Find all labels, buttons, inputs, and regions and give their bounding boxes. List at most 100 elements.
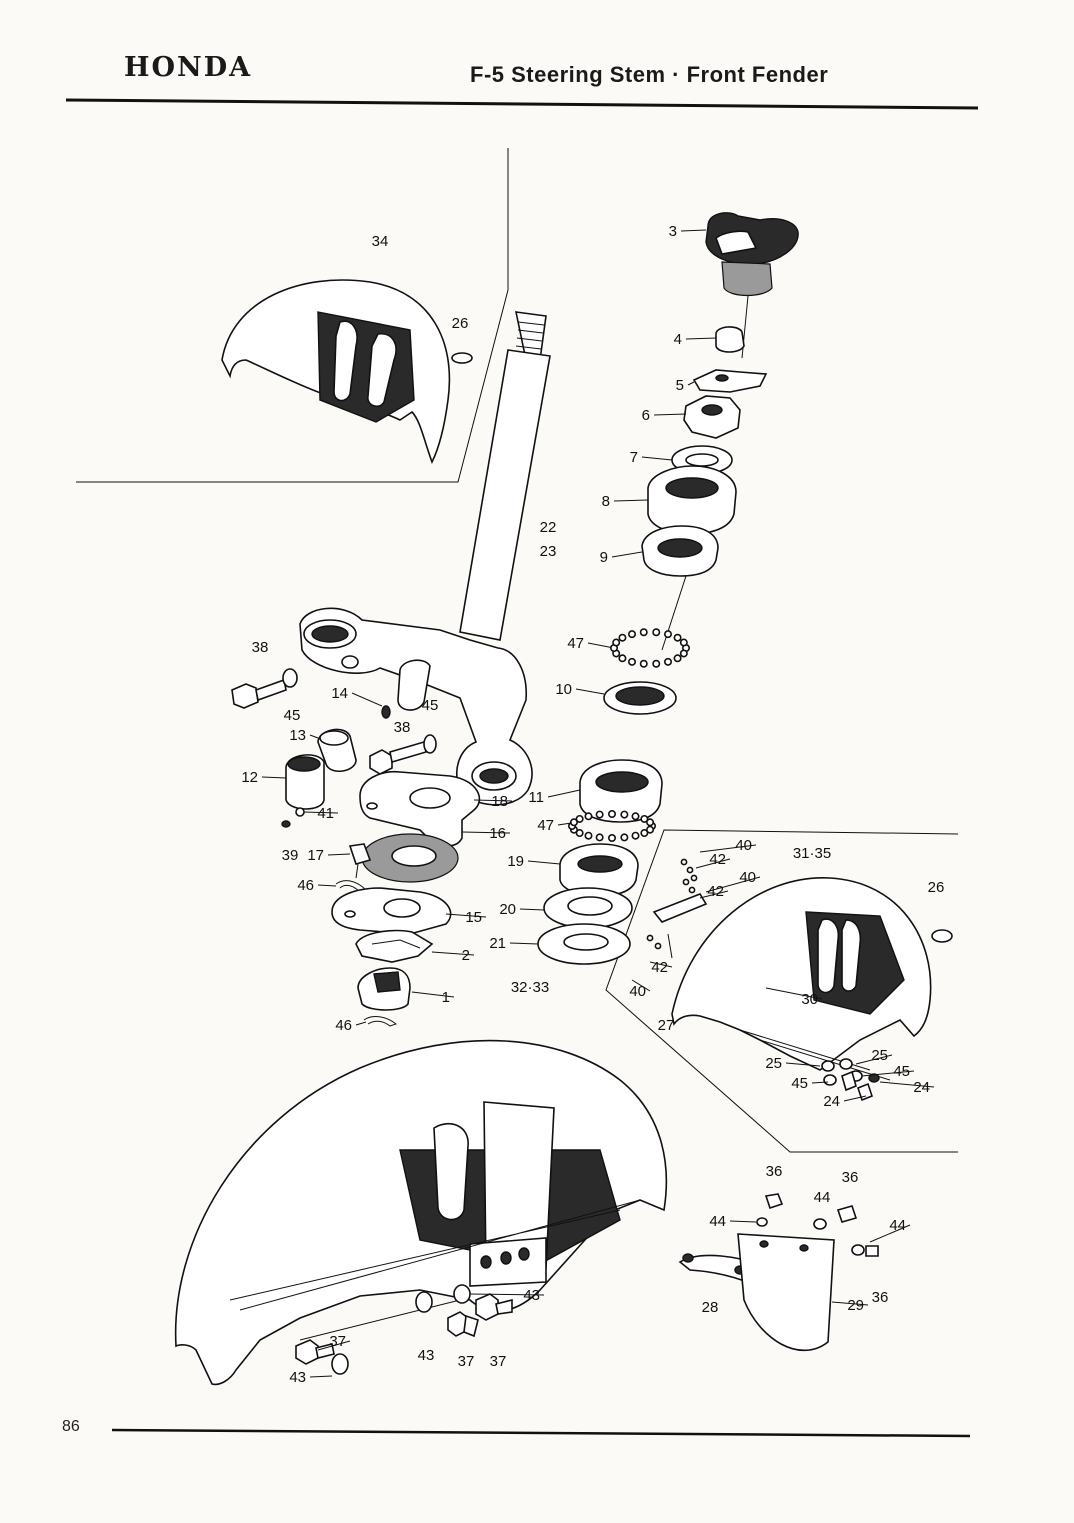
callout-label: 36 bbox=[842, 1169, 859, 1186]
screw-14 bbox=[381, 705, 391, 719]
bottom-cone-11 bbox=[579, 759, 663, 823]
page-number: 86 bbox=[62, 1418, 80, 1435]
callout-leader bbox=[317, 884, 337, 887]
steering-damper-knob bbox=[705, 212, 799, 359]
callout-label: 25 bbox=[765, 1055, 782, 1072]
race-19 bbox=[559, 843, 639, 897]
callout-label: 27 bbox=[658, 1017, 675, 1034]
callout-leader bbox=[303, 811, 339, 814]
clip-26-upper bbox=[451, 352, 473, 364]
steel-ball bbox=[673, 654, 682, 663]
steel-ball bbox=[631, 831, 640, 840]
callout-leader bbox=[649, 961, 673, 968]
callout-leader bbox=[327, 853, 351, 856]
callout-leader bbox=[699, 890, 729, 899]
callout-leader bbox=[355, 1021, 367, 1026]
callout-label: 15 bbox=[465, 909, 482, 926]
stem-nut bbox=[683, 395, 741, 439]
callout-label: 47 bbox=[537, 817, 554, 834]
head-top-thread bbox=[647, 465, 737, 535]
callout-label: 14 bbox=[331, 685, 348, 702]
callout-label: 29 bbox=[847, 1297, 864, 1314]
callout-leader bbox=[317, 1340, 351, 1351]
small-ball bbox=[688, 886, 696, 894]
callout-leader bbox=[575, 688, 605, 695]
callout-label: 26 bbox=[928, 879, 945, 896]
callout-label: 46 bbox=[335, 1017, 352, 1034]
callout-leader bbox=[695, 858, 731, 869]
callout-label: 19 bbox=[507, 853, 524, 870]
callout-leader bbox=[351, 692, 383, 707]
callout-leader bbox=[855, 1054, 893, 1065]
anchor-nut-1 bbox=[357, 967, 411, 1011]
stud-17 bbox=[348, 843, 372, 879]
callout-leader bbox=[613, 499, 649, 502]
steel-ball bbox=[575, 829, 584, 838]
small-ball bbox=[690, 874, 698, 882]
callout-label: 22 bbox=[540, 519, 557, 536]
steel-ball bbox=[584, 831, 593, 840]
callout-label: 37 bbox=[458, 1353, 475, 1370]
steel-ball bbox=[663, 630, 672, 639]
steel-ball bbox=[627, 657, 636, 666]
callout-leader bbox=[631, 979, 651, 992]
callout-leader bbox=[309, 734, 319, 739]
callout-label: 37 bbox=[490, 1353, 507, 1370]
callout-label: 41 bbox=[317, 805, 334, 822]
steel-ball bbox=[575, 814, 584, 823]
page-title: F-5 Steering Stem · Front Fender bbox=[470, 62, 829, 87]
callout-label: 4 bbox=[674, 331, 682, 348]
callout-label: 46 bbox=[297, 877, 314, 894]
steel-ball bbox=[646, 818, 655, 827]
steel-ball bbox=[673, 633, 682, 642]
callout-label: 37 bbox=[329, 1333, 346, 1350]
callout-leader bbox=[765, 987, 823, 1000]
callout-label: 17 bbox=[307, 847, 324, 864]
split-pin-46-lower bbox=[363, 1016, 398, 1027]
damper-plate-18 bbox=[359, 771, 481, 847]
steel-ball bbox=[652, 659, 661, 668]
steel-ball bbox=[652, 628, 661, 637]
callout-leader bbox=[445, 913, 487, 918]
steel-ball bbox=[639, 628, 648, 637]
steel-ball bbox=[663, 657, 672, 666]
section-frame-lines bbox=[76, 148, 959, 1153]
front-fender-small bbox=[221, 279, 451, 465]
callout-label: 13 bbox=[289, 727, 306, 744]
callout-leader bbox=[879, 1081, 935, 1088]
callout-label: 42 bbox=[707, 883, 724, 900]
bolt-38-center bbox=[369, 734, 437, 775]
steel-ball bbox=[595, 810, 604, 819]
damper-plate-15 bbox=[331, 887, 452, 935]
steel-ball bbox=[618, 654, 627, 663]
callout-label: 38 bbox=[252, 639, 269, 656]
callout-leader bbox=[527, 860, 561, 865]
friction-disk-16 bbox=[361, 833, 459, 883]
callout-label: 24 bbox=[823, 1093, 840, 1110]
callout-leader bbox=[785, 1062, 821, 1067]
top-cone-race bbox=[641, 525, 719, 577]
callout-label: 9 bbox=[600, 549, 608, 566]
callout-label: 39 bbox=[282, 847, 299, 864]
callout-label: 44 bbox=[889, 1217, 906, 1234]
callout-label: 10 bbox=[555, 681, 572, 698]
callout-leader bbox=[811, 1081, 829, 1084]
callout-leader bbox=[461, 831, 511, 834]
callout-leader bbox=[611, 551, 643, 558]
callout-leader bbox=[641, 456, 673, 461]
bracket-27 bbox=[652, 893, 708, 959]
mud-flap bbox=[678, 1233, 835, 1352]
callout-leader bbox=[843, 1095, 867, 1102]
callout-leader bbox=[547, 789, 581, 798]
steel-ball bbox=[618, 633, 627, 642]
small-ball bbox=[654, 942, 662, 950]
steel-ball bbox=[679, 649, 688, 658]
ball-41 bbox=[295, 807, 305, 817]
callout-label: 40 bbox=[735, 837, 752, 854]
callout-leader bbox=[519, 908, 545, 911]
callout-label: 36 bbox=[766, 1163, 783, 1180]
callout-leader bbox=[861, 1070, 915, 1077]
steel-ball bbox=[646, 825, 655, 834]
